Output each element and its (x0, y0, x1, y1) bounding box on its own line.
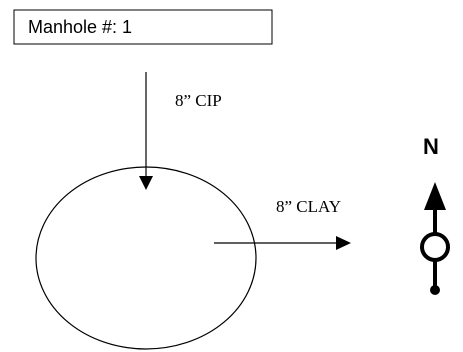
inlet-pipe-label: 8” CIP (175, 91, 222, 110)
manhole-title: Manhole #: 1 (28, 16, 133, 37)
manhole-circle (35, 166, 257, 350)
north-arrow-icon (420, 182, 450, 295)
inlet-pipe-arrow (139, 72, 153, 190)
title-box (13, 9, 273, 45)
outlet-pipe-arrow (214, 236, 351, 250)
outlet-pipe-label: 8” CLAY (276, 197, 342, 216)
north-label: N (423, 134, 439, 159)
